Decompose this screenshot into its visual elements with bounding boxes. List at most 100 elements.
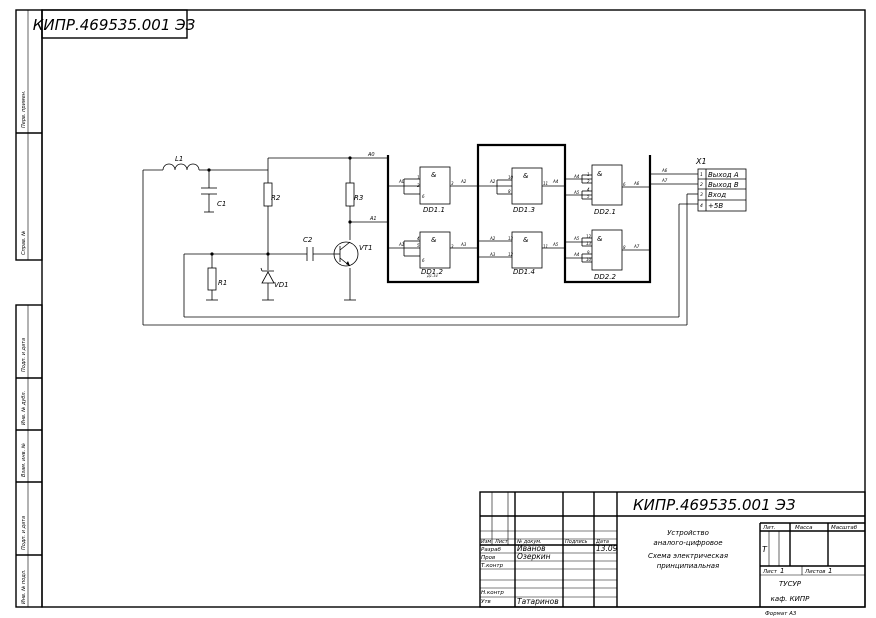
gate-DD1-1-label: DD1.1 bbox=[423, 206, 445, 214]
analog-wiring bbox=[142, 157, 687, 326]
svg-text:6: 6 bbox=[422, 194, 425, 199]
output-wiring bbox=[650, 173, 698, 325]
gate-DD2-1: & 1 2 4 5 6 A4 A5 A6 bbox=[565, 164, 650, 206]
resistor-R3 bbox=[345, 182, 355, 207]
svg-text:5: 5 bbox=[417, 243, 420, 248]
svg-text:&: & bbox=[523, 236, 529, 244]
sheets-value: 1 bbox=[828, 567, 832, 575]
org-line-1: ТУСУР bbox=[779, 580, 802, 588]
svg-text:A0: A0 bbox=[398, 179, 405, 184]
side-label-1: Перв. примен. bbox=[21, 90, 27, 128]
svg-text:A1: A1 bbox=[398, 242, 404, 247]
gate-DD1-1: & 1 2 6 3 A0 A2 bbox=[388, 166, 478, 205]
svg-text:2: 2 bbox=[587, 179, 590, 184]
svg-text:4: 4 bbox=[417, 236, 420, 241]
sheet-value: 1 bbox=[780, 567, 784, 575]
connector-pin-4-label: +5В bbox=[708, 202, 723, 210]
side-label-6: Подп. и дата bbox=[21, 516, 27, 550]
svg-text:3: 3 bbox=[451, 181, 454, 186]
header-sign: Подпись bbox=[565, 539, 588, 545]
row-name-2: Озеркин bbox=[517, 552, 551, 561]
svg-text:&: & bbox=[597, 170, 603, 178]
resistor-R2 bbox=[263, 182, 273, 207]
gate-DD2-2: & 12 13 9 10 8 A5 A4 A7 bbox=[565, 229, 650, 271]
scale-label: Масштаб bbox=[831, 525, 858, 531]
svg-text:A5: A5 bbox=[573, 236, 580, 241]
svg-text:A3: A3 bbox=[489, 252, 496, 257]
svg-text:11: 11 bbox=[543, 181, 548, 186]
sheets-label: Листов bbox=[804, 569, 826, 575]
svg-text:A5: A5 bbox=[573, 190, 580, 195]
svg-text:13: 13 bbox=[508, 236, 514, 241]
net-A0: A0 bbox=[367, 152, 375, 158]
svg-text:11: 11 bbox=[543, 244, 548, 249]
lit-label: Лит. bbox=[762, 525, 776, 531]
svg-text:A2: A2 bbox=[489, 179, 496, 184]
drawing-frame bbox=[41, 9, 866, 608]
net-A1: A1 bbox=[369, 216, 377, 222]
svg-text:3: 3 bbox=[451, 244, 454, 249]
connector-pin-2-num: 2 bbox=[700, 182, 703, 188]
side-label-4: Инв. № дубл. bbox=[21, 391, 27, 425]
connector-X1 bbox=[697, 168, 747, 212]
side-label-7: Инв. № подл. bbox=[21, 570, 27, 605]
connector-pin-1-num: 1 bbox=[700, 172, 703, 178]
svg-text:A7: A7 bbox=[633, 244, 640, 249]
svg-text:&: & bbox=[597, 235, 603, 243]
svg-text:10: 10 bbox=[508, 175, 514, 180]
transistor-VT1 bbox=[333, 241, 359, 267]
side-strip: Перв. примен. Справ. № Подп. и дата Инв.… bbox=[15, 9, 43, 608]
row-role-3: Т.контр bbox=[481, 563, 504, 569]
gate-DD1-3: & 10 8 11 A2 A4 bbox=[478, 167, 565, 205]
svg-text:12: 12 bbox=[586, 234, 592, 239]
label-VD1: VD1 bbox=[274, 281, 289, 289]
stamp-code: КИПР.469535.001 ЭЗ bbox=[633, 496, 796, 514]
gate-DD1-4-label: DD1.4 bbox=[513, 268, 535, 276]
title-block bbox=[479, 491, 866, 608]
row-name-6: Татаринов bbox=[517, 597, 559, 606]
row-role-2: Пров bbox=[481, 555, 495, 561]
svg-text:6: 6 bbox=[422, 258, 425, 263]
svg-text:4: 4 bbox=[587, 187, 590, 192]
stamp-title-line-1: Устройство bbox=[667, 529, 709, 537]
svg-text:1: 1 bbox=[587, 172, 590, 177]
svg-text:A3: A3 bbox=[460, 242, 467, 247]
side-label-2: Справ. № bbox=[21, 231, 27, 255]
sheet-label: Лист bbox=[762, 569, 778, 575]
svg-text:2: 2 bbox=[417, 183, 420, 188]
gate-DD2-2-label: DD2.2 bbox=[594, 273, 616, 281]
gate-DD2-1-label: DD2.1 bbox=[594, 208, 616, 216]
svg-text:6: 6 bbox=[623, 182, 626, 187]
gate-DD1-3-label: DD1.3 bbox=[513, 206, 535, 214]
resistor-R1 bbox=[207, 267, 217, 291]
stamp-title-line-4: принципиальная bbox=[657, 562, 720, 570]
stamp-title-line-2: аналого-цифровое bbox=[653, 539, 722, 547]
label-R3: R3 bbox=[354, 194, 363, 202]
svg-text:10: 10 bbox=[586, 257, 592, 262]
row-role-5: Н.контр bbox=[481, 590, 504, 596]
lit-value: Т bbox=[762, 545, 768, 554]
svg-text:8: 8 bbox=[623, 245, 626, 250]
gate-DD1-4: & 13 12 11 A2 A3 A5 bbox=[478, 231, 565, 269]
row-role-1: Разраб bbox=[481, 547, 501, 553]
org-line-2: каф. КИПР bbox=[771, 595, 810, 603]
junction-dots bbox=[207, 156, 352, 256]
svg-text:&: & bbox=[431, 236, 437, 244]
connector-X1-label: X1 bbox=[695, 157, 707, 166]
svg-text:9: 9 bbox=[587, 250, 590, 255]
connector-pin-1-label: Выход А bbox=[708, 171, 739, 179]
label-L1: L1 bbox=[175, 155, 183, 163]
label-R1: R1 bbox=[218, 279, 227, 287]
svg-text:Д1-34: Д1-34 bbox=[426, 274, 438, 278]
row-role-6: Утв bbox=[481, 599, 491, 605]
net-A7-out: A7 bbox=[661, 178, 668, 183]
stamp-title-line-3: Схема электрическая bbox=[648, 552, 728, 560]
net-A6-out: A6 bbox=[661, 168, 668, 173]
connector-pin-4-num: 4 bbox=[700, 203, 703, 209]
label-VT1: VT1 bbox=[359, 244, 373, 252]
header-list: Лист bbox=[494, 539, 509, 545]
gate-DD1-2-label: DD1.2 bbox=[421, 268, 443, 276]
svg-text:A2: A2 bbox=[460, 179, 467, 184]
gate-DD1-2: & 4 5 6 3 A1 A3 Д1-34 bbox=[388, 231, 478, 278]
svg-text:A6: A6 bbox=[633, 181, 640, 186]
